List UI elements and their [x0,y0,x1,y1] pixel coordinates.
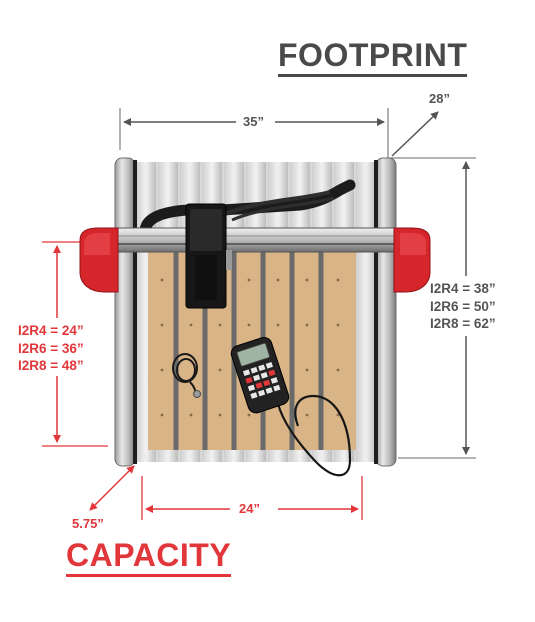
footprint-width-label: 35” [243,114,264,129]
footprint-depth-label: 28” [429,91,450,106]
capacity-arrows [53,245,359,513]
capacity-height-label: 5.75” [72,516,104,531]
capacity-width-label: 24” [239,501,260,516]
capacity-length-list: I2R4 = 24” I2R6 = 36” I2R8 = 48” [18,322,84,375]
pendant-controller-icon [230,336,352,477]
capacity-length-i2r4: I2R4 = 24” [18,323,84,338]
capacity-height-arrow-up [111,465,135,489]
left-rail [114,157,136,467]
gantry-beam [111,227,399,253]
pendant-keys [242,361,281,399]
right-rail [375,157,397,467]
footprint-arrows [123,111,470,455]
footprint-depth-arrow [391,111,439,157]
footprint-length-i2r6: I2R6 = 50” [430,298,496,314]
capacity-heading: CAPACITY [66,538,232,577]
pendant-cable [276,394,352,477]
capacity-length-i2r8: I2R8 = 48” [18,358,84,373]
cnc-router-machine [79,157,431,467]
footprint-heading: FOOTPRINT [278,38,468,77]
footprint-dimension-lines [119,108,476,459]
capacity-length-i2r6: I2R6 = 36” [18,340,84,356]
footprint-length-i2r8: I2R8 = 62” [430,316,496,331]
spoilboard-holes [160,278,340,417]
footprint-length-list: I2R4 = 38” I2R6 = 50” I2R8 = 62” [430,280,496,333]
footprint-length-i2r4: I2R4 = 38” [430,281,496,296]
capacity-height-arrow-down [89,487,113,511]
touch-probe-puck [193,390,201,398]
